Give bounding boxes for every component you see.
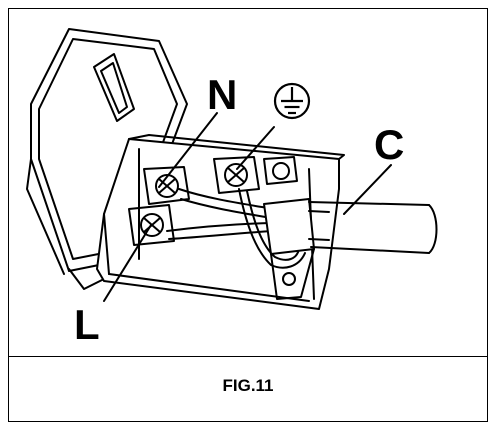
label-cable: C [374, 121, 404, 168]
figure-frame [8, 8, 488, 422]
figure-caption: FIG.11 [222, 376, 274, 395]
neutral-terminal [143, 166, 190, 205]
earth-pointer-line [236, 126, 275, 170]
earth-terminal [213, 156, 298, 194]
earth-ground-icon [273, 82, 311, 120]
caption-divider [8, 356, 488, 357]
neutral-pointer-line [158, 112, 218, 188]
plug-wiring-illustration: N C L [26, 28, 438, 348]
cable-pointer-line [343, 164, 392, 215]
mains-cable [308, 201, 438, 254]
cable-grip [263, 198, 315, 300]
label-neutral: N [207, 71, 237, 118]
live-pointer-line [103, 224, 152, 302]
label-live: L [74, 301, 100, 348]
